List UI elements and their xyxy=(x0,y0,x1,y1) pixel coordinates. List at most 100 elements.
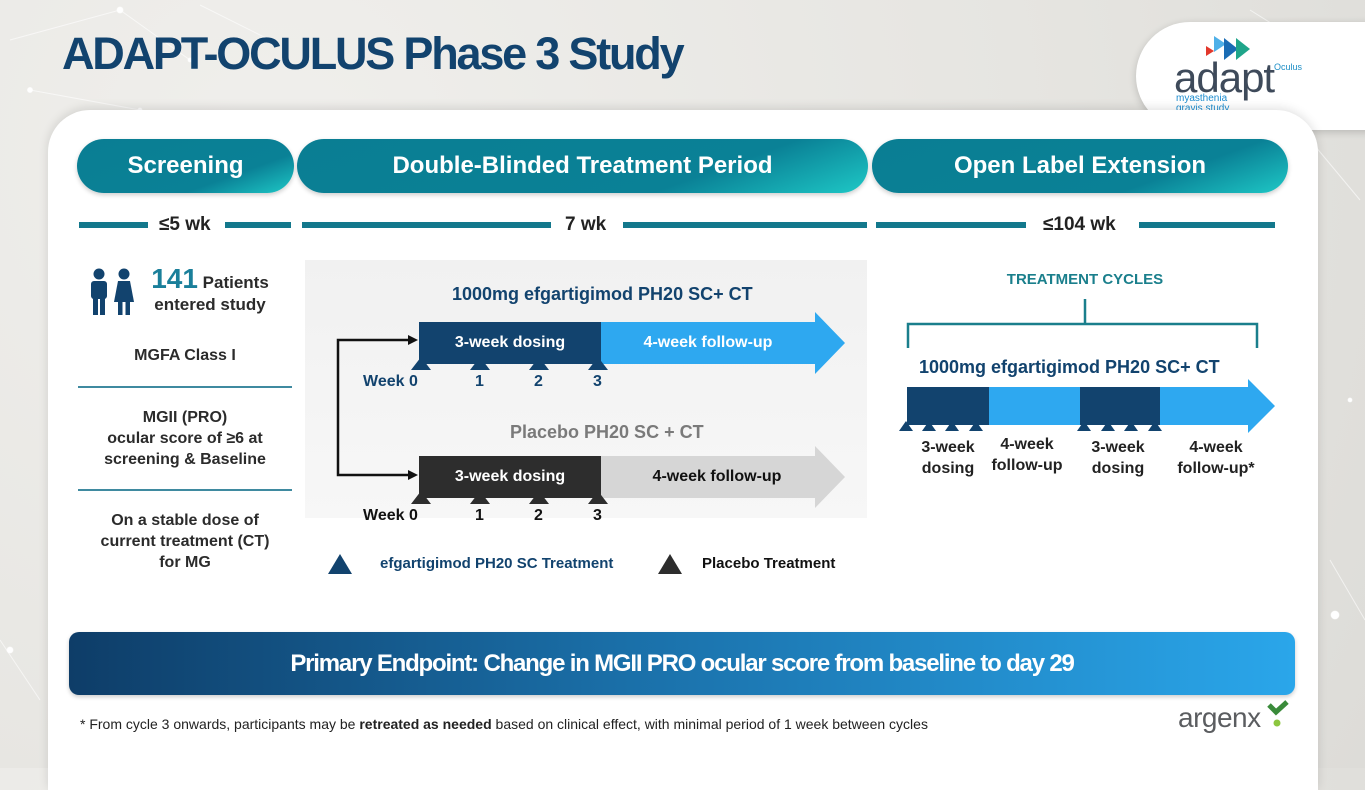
patients-count: 141 xyxy=(151,263,198,294)
duration-line xyxy=(302,222,551,228)
divider xyxy=(78,489,292,491)
arrowhead-icon xyxy=(408,470,418,480)
page-title: ADAPT-OCULUS Phase 3 Study xyxy=(62,28,685,79)
week-label: 3 xyxy=(593,507,602,524)
ole-dosing-bar-1 xyxy=(907,387,989,425)
dose-marker-icon xyxy=(529,491,549,504)
double-blind-arrows xyxy=(328,299,1275,574)
legend-placebo-label: Placebo Treatment xyxy=(702,555,836,572)
ole-followup-arrow-2 xyxy=(1160,379,1275,433)
logo-wordmark: adapt xyxy=(1174,54,1275,101)
dose-marker-icon xyxy=(1101,421,1115,431)
week-label: 1 xyxy=(475,373,484,390)
divider xyxy=(78,386,292,388)
duration-line xyxy=(876,222,1026,228)
duration-line xyxy=(225,222,291,228)
week-label: Week 0 xyxy=(363,507,418,524)
ole-segment-line2: dosing xyxy=(1091,460,1145,477)
criterion-mgfa: MGFA Class I xyxy=(134,347,236,364)
footnote-prefix: * From cycle 3 onwards, participants may… xyxy=(80,716,360,732)
argenx-logo: argenx xyxy=(1178,702,1261,734)
patients-label: Patients xyxy=(202,273,269,292)
arm-placebo-title: Placebo PH20 SC + CT xyxy=(510,422,704,442)
patients-entered: 141 Patients entered study xyxy=(150,265,270,316)
dose-marker-icon xyxy=(470,357,490,370)
dose-marker-icon xyxy=(411,357,431,370)
dose-marker-icon xyxy=(529,357,549,370)
duration-screening: ≤5 wk xyxy=(159,214,211,235)
dose-marker-icon xyxy=(922,421,936,431)
ole-dose-markers xyxy=(899,421,1162,431)
argenx-wordmark: argenx xyxy=(1178,702,1261,733)
efgartigimod-followup-label: 4-week follow-up xyxy=(643,334,773,351)
ole-segment-line2: follow-up xyxy=(991,457,1063,474)
arm-efgartigimod-title: 1000mg efgartigimod PH20 SC+ CT xyxy=(452,284,753,304)
phase-screening: Screening xyxy=(77,139,294,193)
footnote: * From cycle 3 onwards, participants may… xyxy=(80,716,928,732)
criterion-stable-dose: On a stable dose of current treatment (C… xyxy=(100,512,270,571)
dose-marker-icon xyxy=(588,491,608,504)
efgartigimod-dosing-bar xyxy=(419,322,601,364)
dose-marker-icon xyxy=(1148,421,1162,431)
dose-marker-icon xyxy=(470,491,490,504)
legend-placebo-icon xyxy=(658,554,682,574)
dose-marker-icon xyxy=(969,421,983,431)
ole-arm-title: 1000mg efgartigimod PH20 SC+ CT xyxy=(919,357,1220,377)
legend-efgartigimod-icon xyxy=(328,554,352,574)
legend-efgartigimod-label: efgartigimod PH20 SC Treatment xyxy=(380,555,614,572)
ole-segment-line1: 3-week xyxy=(1091,439,1145,456)
ole-segment-line1: 4-week xyxy=(1189,439,1243,456)
ole-segment-label: 3-week dosing xyxy=(908,437,988,479)
ole-dosing-bar-2 xyxy=(1080,387,1160,425)
adapt-arrows-logo-icon xyxy=(1206,36,1250,60)
argenx-check-icon xyxy=(1267,700,1289,727)
ole-segment-line2: follow-up* xyxy=(1177,460,1255,477)
patients-label2: entered study xyxy=(154,295,266,314)
week-label: Week 0 xyxy=(363,373,418,390)
ole-segment-label: 4-week follow-up* xyxy=(1168,437,1264,479)
ole-segment-line1: 4-week xyxy=(1000,436,1054,453)
dose-marker-icon xyxy=(1077,421,1091,431)
logo-superscript: Oculus xyxy=(1274,62,1303,72)
duration-open-label: ≤104 wk xyxy=(1043,214,1116,235)
week-label: 2 xyxy=(534,373,543,390)
patients-icon xyxy=(91,268,134,315)
duration-line xyxy=(623,222,867,228)
efgartigimod-dose-markers xyxy=(411,357,608,370)
logo-subtitle-line1: myasthenia xyxy=(1176,93,1228,104)
dose-marker-icon xyxy=(899,421,913,431)
logo-subtitle-line2: gravis study xyxy=(1176,103,1230,114)
placebo-dosing-bar xyxy=(419,456,601,498)
ole-segment-label: 3-week dosing xyxy=(1078,437,1158,479)
duration-line xyxy=(1139,222,1275,228)
dose-marker-icon xyxy=(411,491,431,504)
week-label: 2 xyxy=(534,507,543,524)
randomization-connector xyxy=(336,338,414,477)
efgartigimod-followup-arrow xyxy=(601,312,845,374)
duration-double-blinded: 7 wk xyxy=(565,214,607,235)
placebo-dosing-label: 3-week dosing xyxy=(454,468,566,485)
criterion-mgii: MGII (PRO) ocular score of ≥6 at screeni… xyxy=(104,409,266,468)
week-label: 1 xyxy=(475,507,484,524)
placebo-followup-arrow xyxy=(601,446,845,508)
ole-followup-bar-1 xyxy=(989,387,1080,425)
efgartigimod-dosing-label: 3-week dosing xyxy=(454,334,566,351)
ole-segment-line2: dosing xyxy=(921,460,975,477)
phase-double-blinded: Double-Blinded Treatment Period xyxy=(297,139,868,193)
phase-open-label: Open Label Extension xyxy=(872,139,1288,193)
ole-segment-line1: 3-week xyxy=(921,439,975,456)
week-label: 3 xyxy=(593,373,602,390)
dose-marker-icon xyxy=(1124,421,1138,431)
placebo-followup-label: 4-week follow-up xyxy=(652,468,782,485)
dose-marker-icon xyxy=(945,421,959,431)
arrowhead-icon xyxy=(408,335,418,345)
primary-endpoint-banner: Primary Endpoint: Change in MGII PRO ocu… xyxy=(69,632,1295,695)
logo-subtitle: myasthenia gravis study xyxy=(1176,94,1229,114)
treatment-cycles-title: TREATMENT CYCLES xyxy=(1006,271,1164,288)
ole-segment-label: 4-week follow-up xyxy=(982,434,1072,476)
duration-line xyxy=(79,222,148,228)
footnote-suffix: based on clinical effect, with minimal p… xyxy=(491,716,928,732)
treatment-cycles-bracket xyxy=(906,299,1259,348)
dose-marker-icon xyxy=(588,357,608,370)
footnote-bold: retreated as needed xyxy=(359,716,492,732)
